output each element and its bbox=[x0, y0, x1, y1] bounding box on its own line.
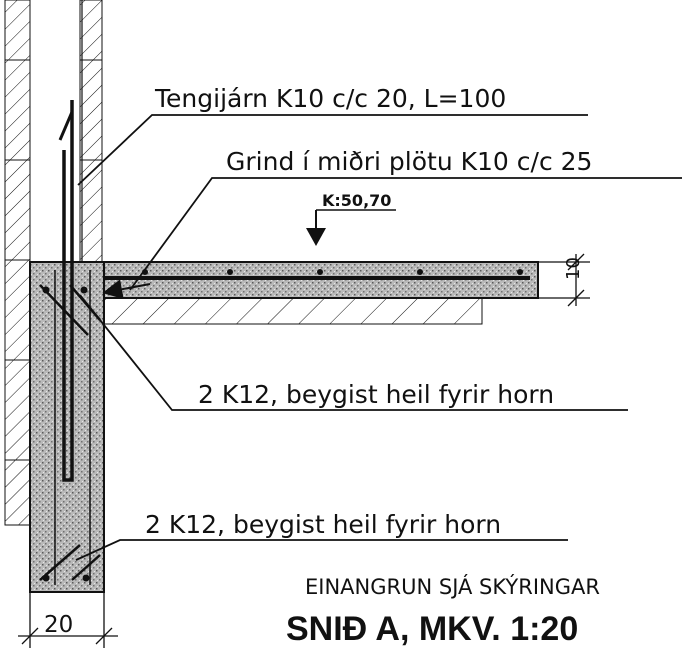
level-label: K:50,70 bbox=[322, 191, 391, 210]
tie-bars-label: Tengijárn K10 c/c 20, L=100 bbox=[154, 84, 506, 113]
leader-corner-upper bbox=[79, 294, 628, 411]
corner-bars-upper-label: 2 K12, beygist heil fyrir horn bbox=[198, 380, 554, 409]
corner-bars-bottom bbox=[39, 544, 101, 582]
leader-tie-bars bbox=[77, 114, 588, 186]
insulation-note: EINANGRUN SJÁ SKÝRINGAR bbox=[305, 574, 600, 599]
level-marker bbox=[306, 209, 396, 246]
leader-corner-lower bbox=[75, 539, 568, 561]
mesh-label: Grind í miðri plötu K10 c/c 25 bbox=[226, 147, 592, 176]
existing-wall bbox=[4, 0, 103, 526]
wall-dimension bbox=[18, 592, 118, 648]
leader-mesh bbox=[129, 177, 682, 291]
insulation-layer bbox=[103, 297, 483, 325]
wall-left-hatch bbox=[4, 0, 31, 526]
corner-bars-lower-label: 2 K12, beygist heil fyrir horn bbox=[145, 510, 501, 539]
level-triangle-icon bbox=[306, 228, 326, 246]
leader-lines bbox=[75, 114, 682, 561]
drawing-title: SNIÐ A, MKV. 1:20 bbox=[286, 610, 578, 648]
concrete-wall bbox=[29, 261, 105, 593]
slab-dimension bbox=[538, 253, 590, 307]
wall-right-hatch bbox=[79, 0, 103, 263]
wall-width-label: 20 bbox=[44, 612, 73, 638]
slab-mesh-bars bbox=[104, 269, 530, 280]
tie-bar bbox=[62, 100, 74, 482]
slab-thickness-label: 10 bbox=[563, 257, 584, 280]
